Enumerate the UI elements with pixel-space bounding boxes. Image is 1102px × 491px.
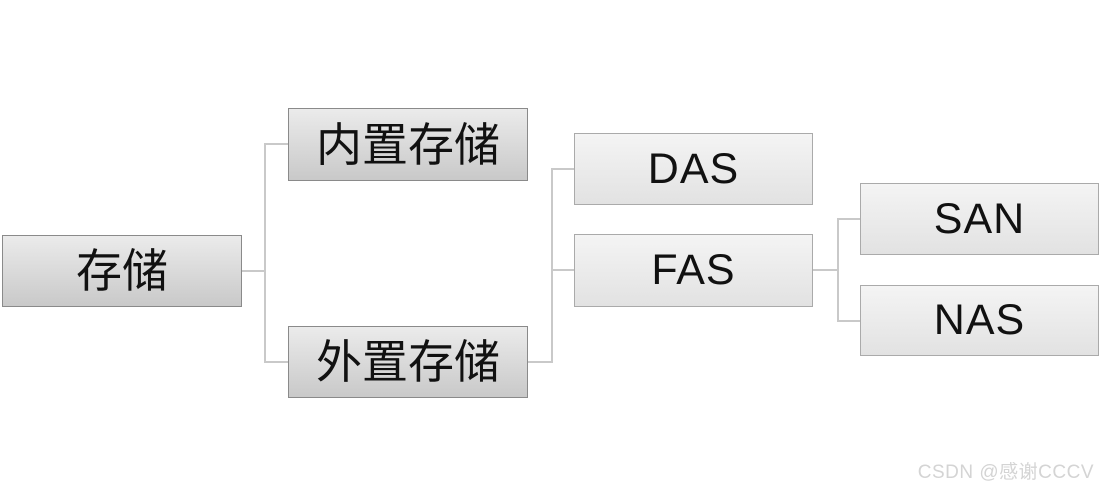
node-external-storage: 外置存储: [288, 326, 528, 398]
node-storage-label: 存储: [76, 245, 168, 297]
node-san-label: SAN: [933, 194, 1026, 243]
node-das: DAS: [574, 133, 813, 205]
connector-storage-to-children: [242, 143, 288, 363]
connector-fas-to-children: [813, 218, 860, 322]
node-nas: NAS: [860, 285, 1099, 356]
node-fas-label: FAS: [651, 246, 736, 294]
connector-external-storage-to-children: [528, 168, 574, 363]
node-san: SAN: [860, 183, 1099, 255]
node-nas-label: NAS: [933, 296, 1026, 344]
node-internal-storage: 内置存储: [288, 108, 528, 181]
node-storage: 存储: [2, 235, 242, 307]
watermark: CSDN @感谢CCCV: [917, 462, 1094, 483]
node-fas: FAS: [574, 234, 813, 307]
node-internal-storage-label: 内置存储: [316, 118, 500, 171]
node-das-label: DAS: [647, 144, 740, 193]
node-external-storage-label: 外置存储: [316, 336, 500, 388]
